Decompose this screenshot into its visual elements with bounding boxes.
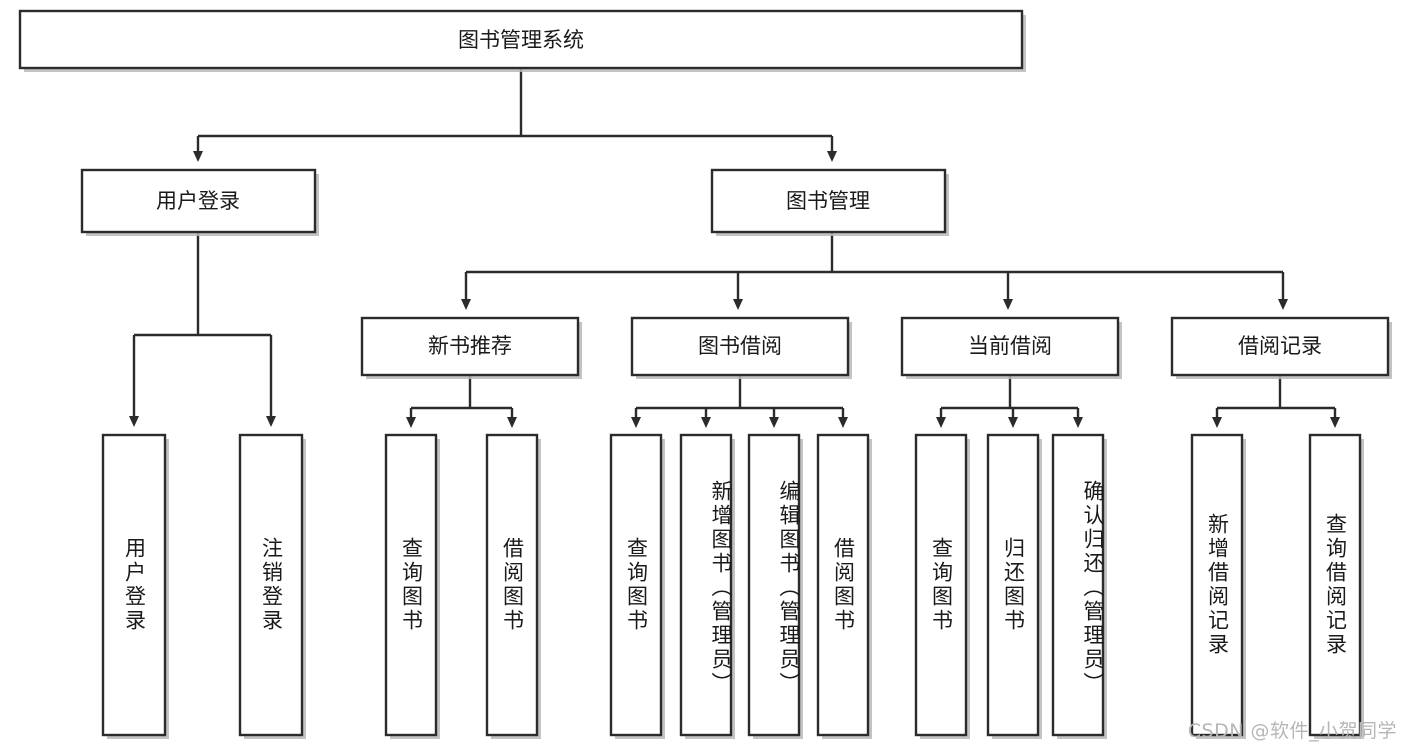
node-new-book-rec[interactable]: 新书推荐 <box>360 316 582 379</box>
connector-group-new-book-rec <box>406 375 517 428</box>
node-leaf-query-book-1[interactable] <box>384 433 440 739</box>
connector-group-borrow-record <box>1212 375 1340 428</box>
connector-group-book-borrow <box>631 375 848 428</box>
node-leaf-query-book-2[interactable] <box>609 433 665 739</box>
connector-group-root <box>193 68 837 162</box>
connector-group-user-login <box>129 232 276 427</box>
node-book-borrow[interactable]: 图书借阅 <box>630 316 852 379</box>
node-leaf-query-book-3[interactable] <box>914 433 970 739</box>
node-new-book-rec-label: 新书推荐 <box>428 334 512 358</box>
connector-group-current-borrow <box>936 375 1083 428</box>
leaf-boxes <box>101 433 1364 739</box>
node-borrow-record-label: 借阅记录 <box>1238 334 1322 358</box>
node-book-manage-label: 图书管理 <box>786 189 870 213</box>
csdn-watermark: CSDN @软件_小贺同学 <box>1187 720 1397 742</box>
node-book-borrow-label: 图书借阅 <box>698 334 782 358</box>
node-leaf-add-record[interactable] <box>1190 433 1246 739</box>
node-leaf-add-book[interactable] <box>679 433 735 739</box>
node-leaf-return-book[interactable] <box>986 433 1042 739</box>
node-leaf-user-login[interactable] <box>101 433 169 739</box>
node-borrow-record[interactable]: 借阅记录 <box>1170 316 1392 379</box>
node-leaf-edit-book[interactable] <box>747 433 803 739</box>
node-leaf-borrow-book-2[interactable] <box>816 433 872 739</box>
node-root[interactable]: 图书管理系统 <box>18 9 1026 72</box>
node-book-manage[interactable]: 图书管理 <box>710 168 949 236</box>
node-leaf-borrow-book-1[interactable] <box>485 433 541 739</box>
connector-group-book-manage <box>461 232 1288 310</box>
node-root-label: 图书管理系统 <box>458 28 584 52</box>
node-user-login[interactable]: 用户登录 <box>80 168 319 236</box>
node-user-login-label: 用户登录 <box>156 189 240 213</box>
node-leaf-confirm-return[interactable] <box>1051 433 1107 739</box>
node-current-borrow[interactable]: 当前借阅 <box>900 316 1122 379</box>
node-leaf-user-logout[interactable] <box>238 433 306 739</box>
node-current-borrow-label: 当前借阅 <box>968 334 1052 358</box>
node-leaf-query-record[interactable] <box>1308 433 1364 739</box>
